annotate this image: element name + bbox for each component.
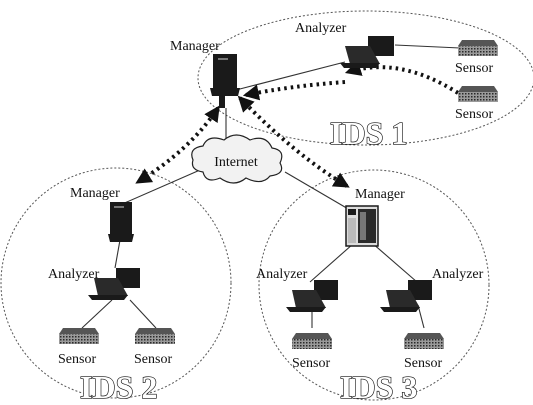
sensor-device-icon — [292, 333, 332, 349]
sensor-device-icon — [59, 328, 99, 344]
ids2-sensor-2: Sensor — [134, 328, 175, 367]
sensor-device-icon — [458, 86, 498, 102]
ids3-sensor-2: Sensor — [404, 333, 444, 371]
ids1-sensor-2: Sensor — [455, 86, 498, 122]
ids2-boundary — [0, 167, 232, 399]
workstation-computer-icon — [380, 280, 432, 312]
workstation-computer-icon — [88, 268, 140, 300]
arrow-manager-to-ids3 — [237, 95, 350, 188]
ids3-sensor-2-label: Sensor — [404, 356, 442, 371]
ids3-manager-label: Manager — [355, 187, 405, 202]
ids2-title: IDS 2 — [80, 369, 157, 405]
ids3-sensor-1-label: Sensor — [292, 356, 330, 371]
ids3-analyzer-2: Analyzer — [380, 267, 484, 312]
internet-cloud: Internet — [191, 134, 283, 184]
sensor-device-icon — [404, 333, 444, 349]
workstation-computer-icon — [340, 36, 394, 68]
ids1-boundary — [197, 10, 533, 146]
arrow-sensor-to-analyzer — [344, 60, 460, 95]
ids1-analyzer: Analyzer — [295, 21, 394, 68]
sensor-device-icon — [135, 328, 175, 344]
ids3-analyzer-1: Analyzer — [256, 267, 338, 312]
sensor-device-icon — [458, 40, 498, 56]
ids2-analyzer: Analyzer — [48, 267, 140, 300]
ids1-manager: Manager — [170, 39, 240, 108]
workstation-computer-icon — [286, 280, 338, 312]
ids2-sensor-1-label: Sensor — [58, 352, 96, 367]
ids2-manager-label: Manager — [70, 186, 120, 201]
communication-arrows — [135, 60, 460, 188]
tower-computer-icon — [108, 202, 134, 242]
ids3-boundary — [258, 169, 490, 401]
ids2-sensor-2-label: Sensor — [134, 352, 172, 367]
ids1-sensor-2-label: Sensor — [455, 107, 493, 122]
tower-computer-icon — [345, 205, 379, 247]
ids2-sensor-1: Sensor — [58, 328, 99, 367]
ids2-analyzer-label: Analyzer — [48, 267, 100, 282]
ids3-sensor-1: Sensor — [292, 333, 332, 371]
cloud-icon — [191, 134, 283, 184]
ids3-title: IDS 3 — [340, 369, 417, 405]
arrow-manager-to-ids2 — [135, 105, 220, 184]
ids1-sensor-1: Sensor — [455, 40, 498, 76]
ids1-manager-label: Manager — [170, 39, 220, 54]
ids3-manager: Manager — [345, 187, 405, 247]
ids1-analyzer-label: Analyzer — [295, 21, 347, 36]
arrow-analyzer-to-manager — [242, 80, 346, 101]
internet-label: Internet — [214, 155, 258, 170]
ids1-sensor-1-label: Sensor — [455, 61, 493, 76]
ids1-title: IDS 1 — [330, 115, 407, 151]
ids3-analyzer-2-label: Analyzer — [432, 267, 484, 282]
ids3-analyzer-1-label: Analyzer — [256, 267, 308, 282]
ids2-manager: Manager — [70, 186, 134, 242]
tower-computer-icon — [210, 54, 240, 108]
